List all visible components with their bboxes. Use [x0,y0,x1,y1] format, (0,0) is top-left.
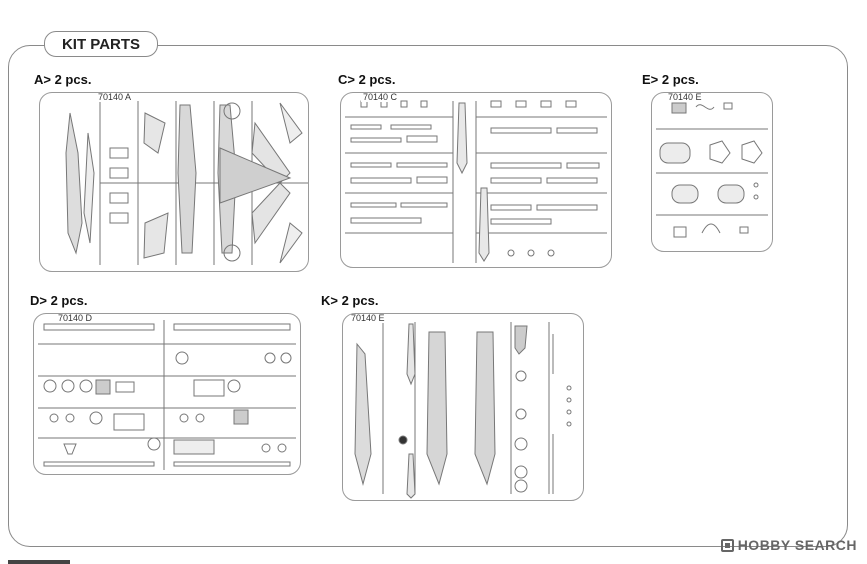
sprue-d-label: D> 2 pcs. [30,293,88,308]
sprue-e-code: 70140 E [666,92,704,102]
sprue-k-label: K> 2 pcs. [321,293,379,308]
sprue-a: 70140 A [39,92,309,272]
corner-divider [8,560,70,564]
page-title: KIT PARTS [44,31,158,57]
sprue-e-parts-drawing [656,102,768,238]
sprue-k-code: 70140 E [349,313,387,323]
sprue-a-label: A> 2 pcs. [34,72,92,87]
sprue-k: 70140 E [342,313,584,501]
sprue-a-code: 70140 A [96,92,134,102]
sprue-c-code: 70140 C [361,92,400,102]
sprue-d-code: 70140 D [56,313,95,323]
sprue-c-label: C> 2 pcs. [338,72,396,87]
sprue-k-parts-drawing [354,322,572,499]
watermark-text: HOBBY SEARCH [737,537,857,553]
sprue-c-parts-drawing [345,100,607,263]
sprue-e-label: E> 2 pcs. [642,72,699,87]
kit-parts-frame [8,45,848,547]
hobby-search-watermark: HOBBY SEARCH [720,537,857,553]
sprue-d-parts-drawing [38,320,296,470]
sprue-c: 70140 C [340,92,612,268]
sprue-e: 70140 E [651,92,773,252]
sprue-a-parts-drawing [65,101,308,265]
sprue-d: 70140 D [33,313,301,475]
hobby-search-logo-icon [720,538,734,552]
